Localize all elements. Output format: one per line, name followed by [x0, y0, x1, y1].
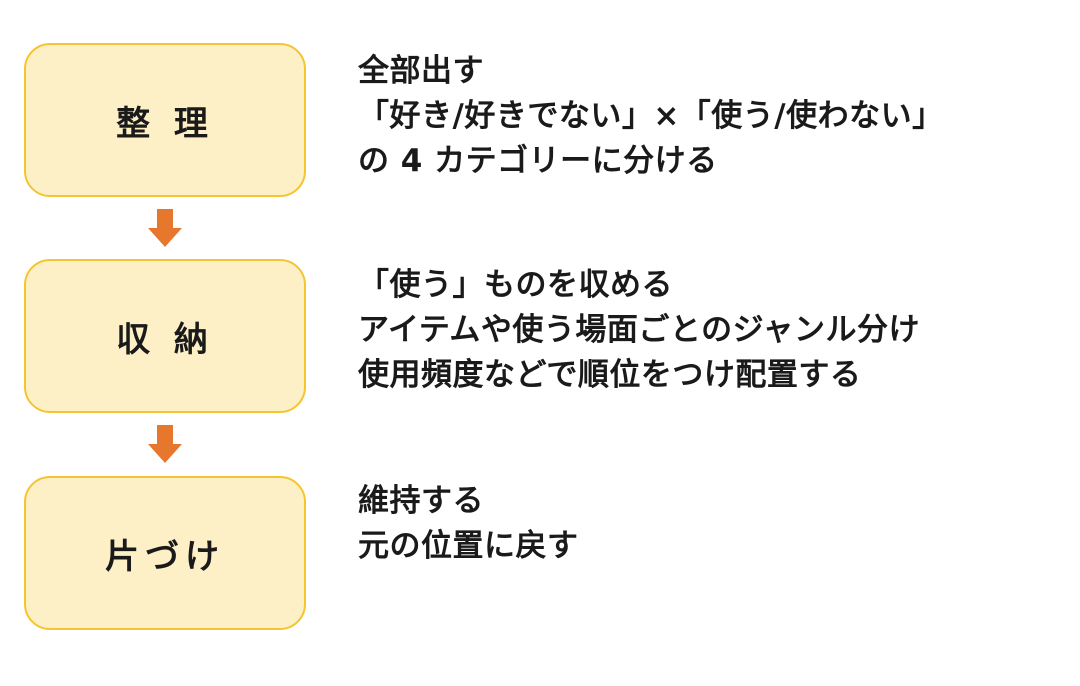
step-description-seiri: 全部出す 「好き/好きでない」×「使う/使わない」 の 4 カテゴリーに分ける — [358, 49, 1068, 184]
description-line: 「使う」ものを収める — [358, 267, 673, 303]
step-label-seiri: 整 理 — [116, 103, 214, 144]
description-line: 全部出す — [358, 53, 484, 89]
step-box-katazuke: 片づけ — [24, 476, 306, 630]
description-line: 使用頻度などで順位をつけ配置する — [358, 357, 862, 393]
step-description-katazuke: 維持する 元の位置に戻す — [358, 479, 1068, 569]
down-arrow-icon — [148, 425, 182, 463]
step-box-shuunou: 収 納 — [24, 259, 306, 413]
description-line: 元の位置に戻す — [358, 528, 579, 564]
description-line: アイテムや使う場面ごとのジャンル分け — [358, 312, 921, 348]
description-line: の 4 カテゴリーに分ける — [358, 143, 718, 179]
description-line: 「好き/好きでない」×「使う/使わない」 — [358, 98, 944, 134]
step-box-seiri: 整 理 — [24, 43, 306, 197]
step-description-shuunou: 「使う」ものを収める アイテムや使う場面ごとのジャンル分け 使用頻度などで順位を… — [358, 263, 1068, 398]
down-arrow-icon — [148, 209, 182, 247]
step-label-katazuke: 片づけ — [105, 536, 225, 577]
step-label-shuunou: 収 納 — [116, 319, 214, 360]
description-line: 維持する — [358, 483, 484, 519]
